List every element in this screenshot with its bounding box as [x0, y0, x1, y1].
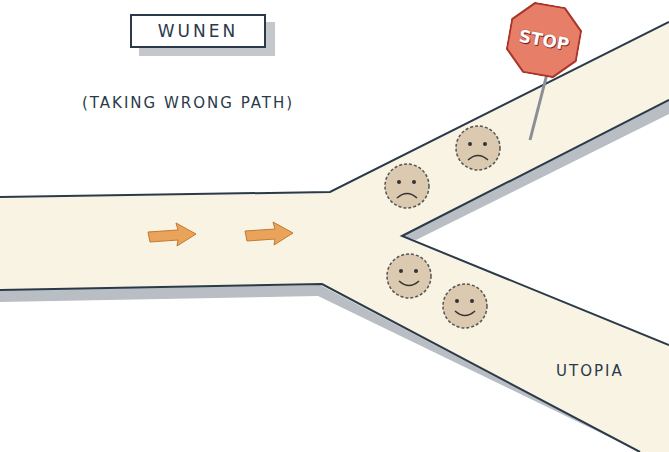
face-mouth [455, 311, 475, 316]
node-text: WUNEN [158, 21, 238, 41]
happy-face [443, 284, 487, 328]
face-circle [385, 164, 429, 208]
octagon-outline [503, 0, 584, 81]
face-eye [470, 299, 474, 303]
face-circle [387, 254, 431, 298]
road-edge [0, 284, 640, 452]
direction-arrow [148, 223, 196, 246]
sign-pole [530, 70, 548, 140]
face-eye [483, 142, 487, 146]
destination-label: UTOPIA [556, 362, 624, 380]
subtitle-note: (TAKING WRONG PATH) [82, 94, 294, 112]
direction-arrow [245, 222, 293, 245]
sad-face [456, 126, 500, 170]
face-eye [468, 142, 472, 146]
happy-face [387, 254, 431, 298]
face-mouth [397, 194, 417, 199]
face-circle [443, 284, 487, 328]
sad-face [385, 164, 429, 208]
face-mouth [468, 156, 488, 161]
face-mouth [399, 281, 419, 286]
title-box: WUNEN [130, 14, 266, 48]
face-eye [414, 269, 418, 273]
face-eye [455, 299, 459, 303]
face-eye [399, 269, 403, 273]
face-eye [412, 180, 416, 184]
road [0, 22, 669, 452]
face-circle [456, 126, 500, 170]
road-edge [402, 100, 669, 345]
face-eye [397, 180, 401, 184]
stop-sign: STOP [502, 0, 585, 82]
